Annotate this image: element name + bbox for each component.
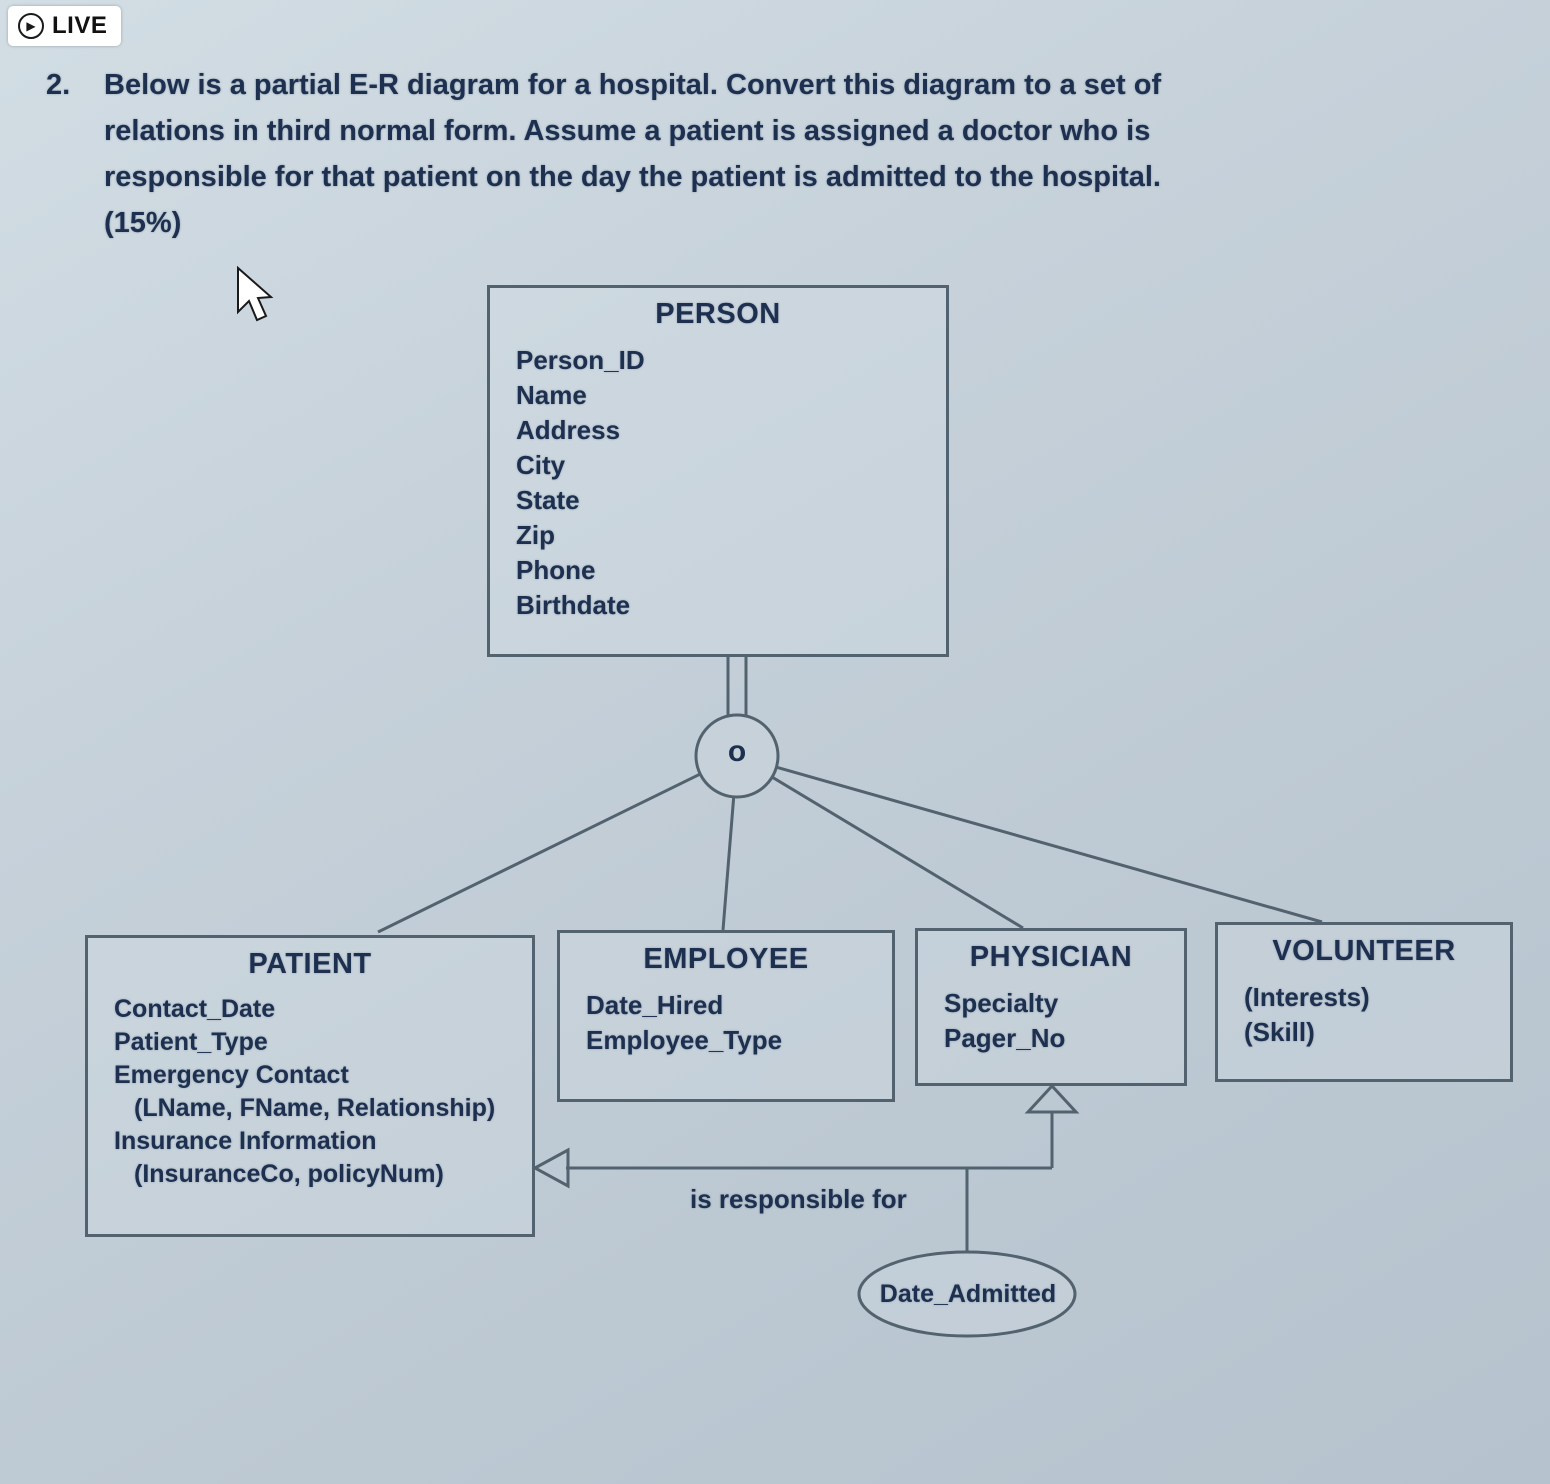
question-text: 2. Below is a partial E-R diagram for a …	[46, 62, 1316, 246]
physician-attribute: Specialty	[944, 988, 1059, 1018]
patient-attribute: Contact_Date	[114, 995, 276, 1023]
entity-person: PERSON Person_ID Name Address City State…	[487, 285, 949, 657]
person-attribute: Phone	[516, 555, 596, 585]
physician-attribute: Pager_No	[944, 1023, 1066, 1053]
question-number: 2.	[46, 69, 71, 101]
entity-volunteer-title: VOLUNTEER	[1272, 935, 1456, 967]
patient-attribute: Insurance Information	[114, 1127, 377, 1155]
question-line: Below is a partial E-R diagram for a hos…	[104, 69, 1162, 101]
employee-attribute: Date_Hired	[586, 990, 724, 1020]
link-to-physician	[736, 754, 1024, 930]
entity-physician: PHYSICIAN Specialty Pager_No	[915, 928, 1187, 1086]
play-icon: ▶	[18, 13, 44, 39]
link-to-volunteer	[736, 754, 1323, 924]
person-attribute: City	[516, 450, 566, 480]
entity-person-title: PERSON	[655, 298, 781, 330]
patient-attribute: Patient_Type	[114, 1028, 268, 1056]
patient-arrowhead	[531, 1147, 570, 1189]
subtype-circle-label: o	[727, 735, 747, 768]
employee-attribute: Employee_Type	[586, 1025, 783, 1055]
person-attribute: Zip	[516, 520, 555, 550]
entity-employee-title: EMPLOYEE	[643, 943, 809, 975]
volunteer-attribute: (Skill)	[1244, 1017, 1315, 1047]
question-line: (15%)	[104, 207, 182, 239]
relationship-label: is responsible for	[690, 1184, 907, 1214]
entity-physician-title: PHYSICIAN	[969, 941, 1133, 973]
link-to-patient	[377, 754, 738, 934]
patient-attribute: (LName, FName, Relationship)	[134, 1094, 496, 1122]
person-attribute: Name	[516, 380, 587, 410]
person-attribute: Address	[516, 415, 621, 445]
volunteer-attribute: (Interests)	[1244, 982, 1370, 1012]
person-attribute: Person_ID	[516, 345, 645, 375]
person-attribute: Birthdate	[516, 590, 631, 620]
question-line: responsible for that patient on the day …	[104, 161, 1161, 193]
live-badge[interactable]: ▶ LIVE	[8, 6, 122, 46]
date-admitted-label: Date_Admitted	[879, 1280, 1057, 1308]
entity-patient-title: PATIENT	[248, 948, 372, 980]
entity-employee: EMPLOYEE Date_Hired Employee_Type	[557, 930, 895, 1102]
physician-arrowhead	[1024, 1083, 1080, 1114]
mouse-cursor	[237, 265, 274, 322]
person-attribute: State	[516, 485, 580, 515]
live-label: LIVE	[52, 12, 108, 39]
question-line: relations in third normal form. Assume a…	[104, 115, 1151, 147]
patient-attribute: Emergency Contact	[114, 1061, 349, 1089]
link-to-employee	[721, 755, 739, 931]
patient-attribute: (InsuranceCo, policyNum)	[134, 1160, 444, 1188]
entity-volunteer: VOLUNTEER (Interests) (Skill)	[1215, 922, 1513, 1082]
entity-patient: PATIENT Contact_Date Patient_Type Emerge…	[85, 935, 535, 1237]
